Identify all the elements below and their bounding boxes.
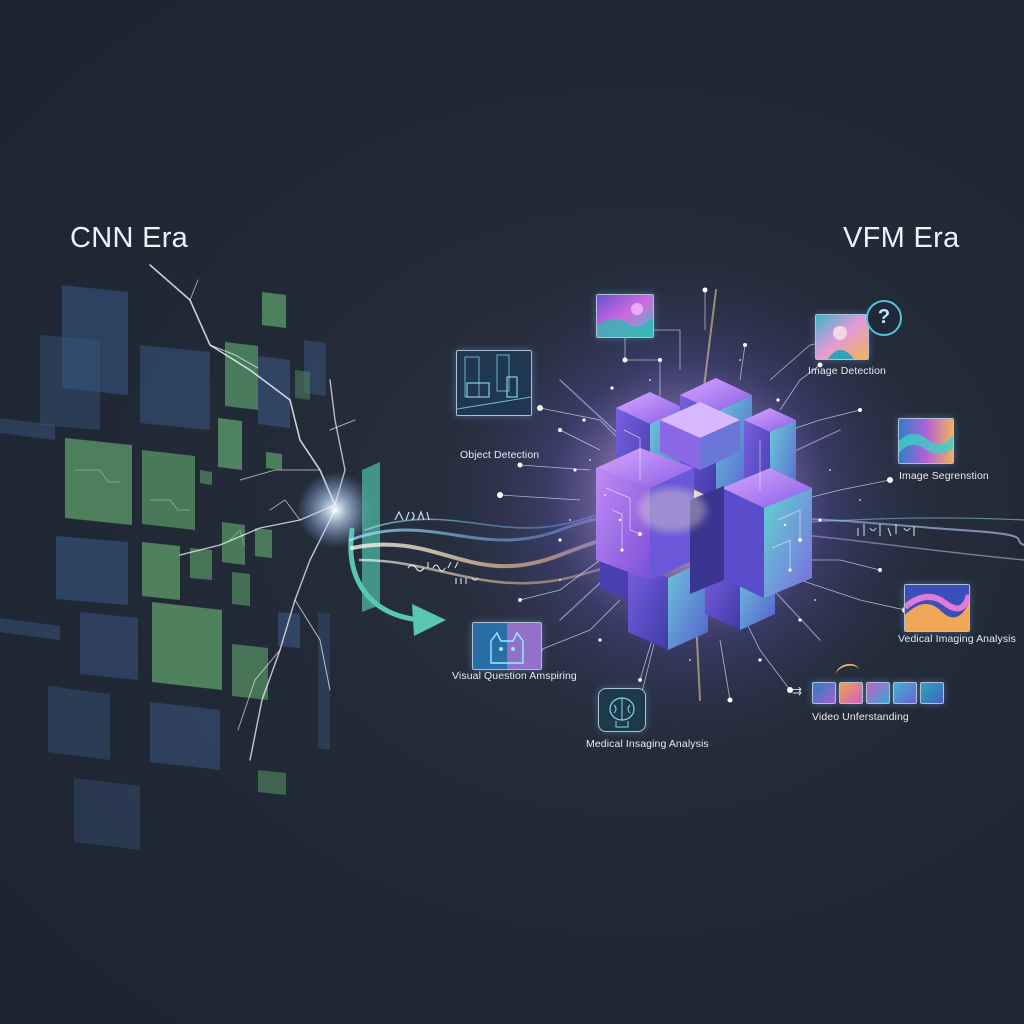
cnn-feature-map-mosaic [0, 285, 330, 850]
video-frame [812, 682, 836, 704]
particles [559, 359, 861, 661]
visual-question-thumbnail [472, 622, 542, 670]
cat-icon [473, 623, 541, 669]
brain-icon [609, 697, 635, 728]
double-arrow-icon: ⇉ [792, 684, 803, 698]
image-segmentation-label: Image Segrenstion [899, 470, 989, 482]
foundation-model-cube [596, 378, 812, 650]
medical-imaging-thumbnail [598, 688, 646, 732]
video-frame [893, 682, 917, 704]
vfm-era-title: VFM Era [843, 222, 960, 254]
transition-arrow [348, 462, 446, 636]
video-frame [920, 682, 944, 704]
top-thumbnail [596, 294, 654, 338]
image-detection-thumbnail [815, 314, 869, 360]
vedical-imaging-label: Vedical Imaging Analysis [898, 633, 1016, 645]
visual-question-label: Visual Question Amspiring [452, 670, 577, 682]
video-frame [866, 682, 890, 704]
question-bubble-icon: ? [866, 300, 902, 336]
image-segmentation-thumbnail [898, 418, 954, 464]
image-detection-label: Image Detection [808, 365, 886, 377]
video-frame [839, 682, 863, 704]
medical-imaging-label: Medical Insaging Analysis [586, 738, 709, 750]
video-understanding-label: Video Unferstanding [812, 711, 909, 723]
video-filmstrip [812, 682, 944, 704]
vedical-imaging-thumbnail [904, 584, 970, 632]
object-detection-label: Object Detection [460, 449, 540, 461]
object-detection-thumbnail [456, 350, 532, 416]
cnn-era-title: CNN Era [70, 222, 189, 254]
